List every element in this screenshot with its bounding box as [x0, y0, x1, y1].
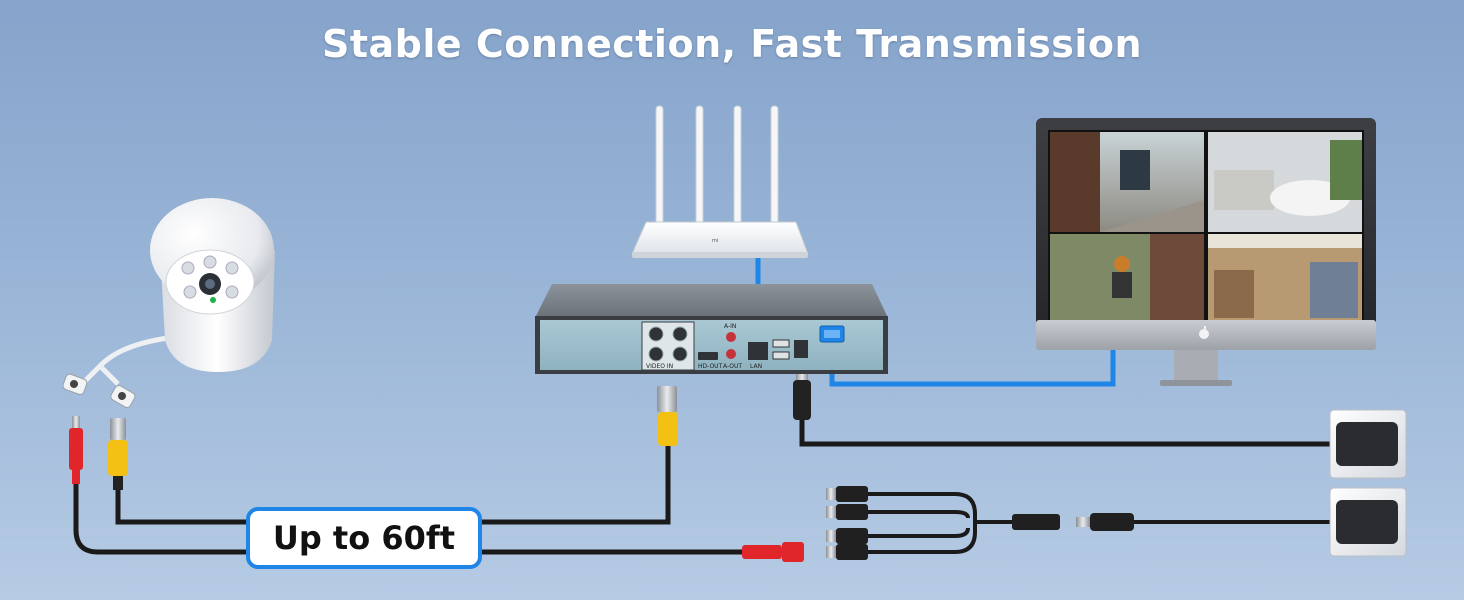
dvr-power-cable	[799, 420, 1336, 447]
lan-label: LAN	[750, 363, 762, 370]
ptz-camera	[62, 198, 275, 408]
camera-bnc-plug	[108, 418, 128, 490]
splitter-line-3	[866, 527, 970, 538]
page-title: Stable Connection, Fast Transmission	[321, 22, 1143, 66]
a-out-label: A-OUT	[723, 363, 742, 370]
a-in-label: A-IN	[724, 323, 736, 330]
camera-dc-plug	[69, 416, 83, 484]
splitter-plugs	[826, 486, 1134, 560]
splitter-line-4	[866, 522, 977, 554]
power-outlet-bottom	[1329, 487, 1407, 557]
hd-out-label: HD-OUT	[698, 363, 723, 370]
router: mi	[631, 105, 809, 258]
power-outlet-top	[1329, 409, 1407, 479]
camera-feed-store	[1208, 234, 1362, 320]
dvr-bnc-plug	[657, 386, 678, 446]
video-in-label: VIDEO IN	[646, 363, 673, 370]
dc-female-connector	[742, 542, 804, 562]
camera-power-cable	[73, 484, 750, 555]
splitter-line-2	[866, 510, 970, 519]
dvr-power-plug	[793, 366, 811, 420]
router-brand: mi	[712, 238, 718, 244]
splitter-line-1	[866, 492, 1015, 524]
camera-feed-porch	[1050, 132, 1204, 232]
camera-feed-doorstep	[1050, 234, 1204, 320]
monitor	[1036, 118, 1376, 386]
cable-length-label: Up to 60ft	[246, 507, 482, 569]
apple-icon	[1199, 326, 1209, 339]
dvr-recorder: VIDEO IN HD-OUT A-IN A-OUT LAN	[535, 284, 888, 374]
camera-feed-garage	[1208, 132, 1362, 232]
